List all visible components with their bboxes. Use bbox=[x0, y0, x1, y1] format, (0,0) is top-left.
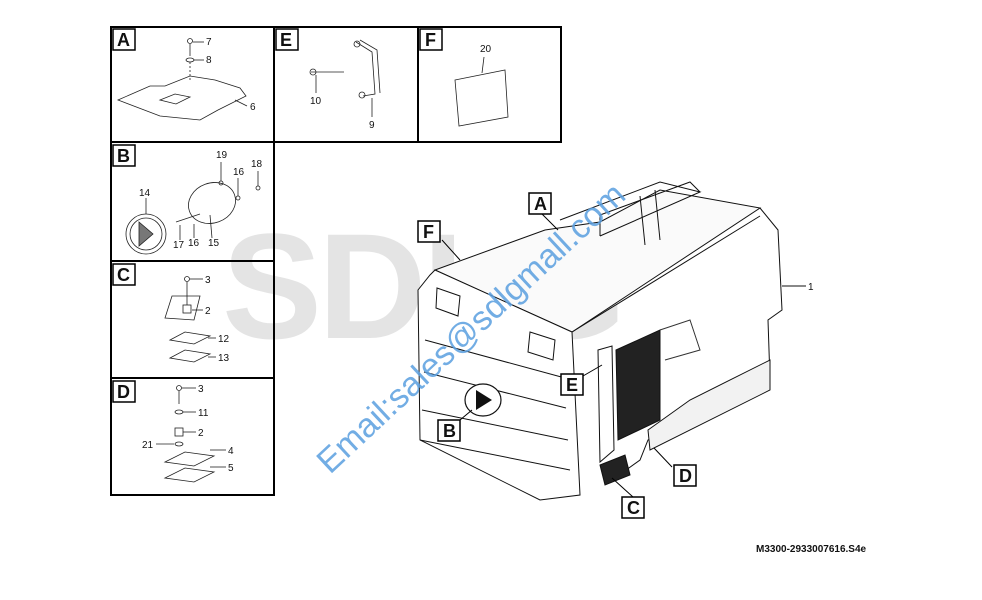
panel-d-label-5: 5 bbox=[228, 463, 234, 474]
panel-d-label-21: 21 bbox=[142, 440, 154, 451]
main-label-1: 1 bbox=[808, 282, 814, 293]
panel-b-label-17: 17 bbox=[173, 240, 185, 251]
panel-c-label-12: 12 bbox=[218, 334, 230, 345]
panel-c-drawing bbox=[164, 276, 216, 363]
panel-d-letter: D bbox=[117, 382, 130, 402]
panel-f-label-20: 20 bbox=[480, 44, 492, 55]
panel-e-drawing bbox=[309, 39, 381, 117]
callout-d: D bbox=[679, 466, 692, 486]
panel-a-label-8: 8 bbox=[206, 55, 212, 66]
callout-boxes bbox=[417, 192, 697, 519]
panel-d-label-2: 2 bbox=[198, 428, 204, 439]
panel-f-drawing bbox=[454, 56, 509, 127]
panel-b-label-19: 19 bbox=[216, 150, 228, 161]
panel-d-label-11: 11 bbox=[198, 408, 209, 419]
panel-e-label-9: 9 bbox=[369, 120, 375, 131]
panel-b-label-18: 18 bbox=[251, 159, 263, 170]
panel-b-label-16-lower: 16 bbox=[188, 238, 200, 249]
panel-e-letter: E bbox=[280, 30, 292, 50]
panel-letter-boxes bbox=[112, 28, 443, 403]
panel-c-label-13: 13 bbox=[218, 353, 230, 364]
panel-c-label-2: 2 bbox=[205, 306, 211, 317]
callout-b: B bbox=[443, 421, 456, 441]
panel-b-letter: B bbox=[117, 146, 130, 166]
callout-leaders bbox=[441, 211, 673, 498]
reference-code: M3300-2933007616.S4e bbox=[756, 544, 867, 555]
panel-b-label-15: 15 bbox=[208, 238, 220, 249]
panel-c-letter: C bbox=[117, 265, 130, 285]
engine-hood-drawing bbox=[417, 181, 806, 501]
panel-a-label-6: 6 bbox=[250, 102, 256, 113]
panel-a-label-7: 7 bbox=[206, 37, 212, 48]
callout-f: F bbox=[423, 222, 434, 242]
callout-c: C bbox=[627, 498, 640, 518]
callout-e: E bbox=[566, 375, 578, 395]
panel-b-label-14: 14 bbox=[139, 188, 151, 199]
panel-f-letter: F bbox=[425, 30, 436, 50]
panel-b-drawing bbox=[125, 162, 261, 255]
panel-e-label-10: 10 bbox=[310, 96, 322, 107]
hood-emblem bbox=[464, 383, 502, 417]
panel-d-label-4: 4 bbox=[228, 446, 234, 457]
panel-d-drawing bbox=[156, 385, 226, 483]
panel-d-label-3: 3 bbox=[198, 384, 204, 395]
callout-a: A bbox=[534, 194, 547, 214]
panel-b-label-16-upper: 16 bbox=[233, 167, 245, 178]
panel-a-letter: A bbox=[117, 30, 130, 50]
panel-grid bbox=[110, 26, 562, 496]
panel-c-label-3: 3 bbox=[205, 275, 211, 286]
panel-a-drawing bbox=[116, 38, 248, 121]
